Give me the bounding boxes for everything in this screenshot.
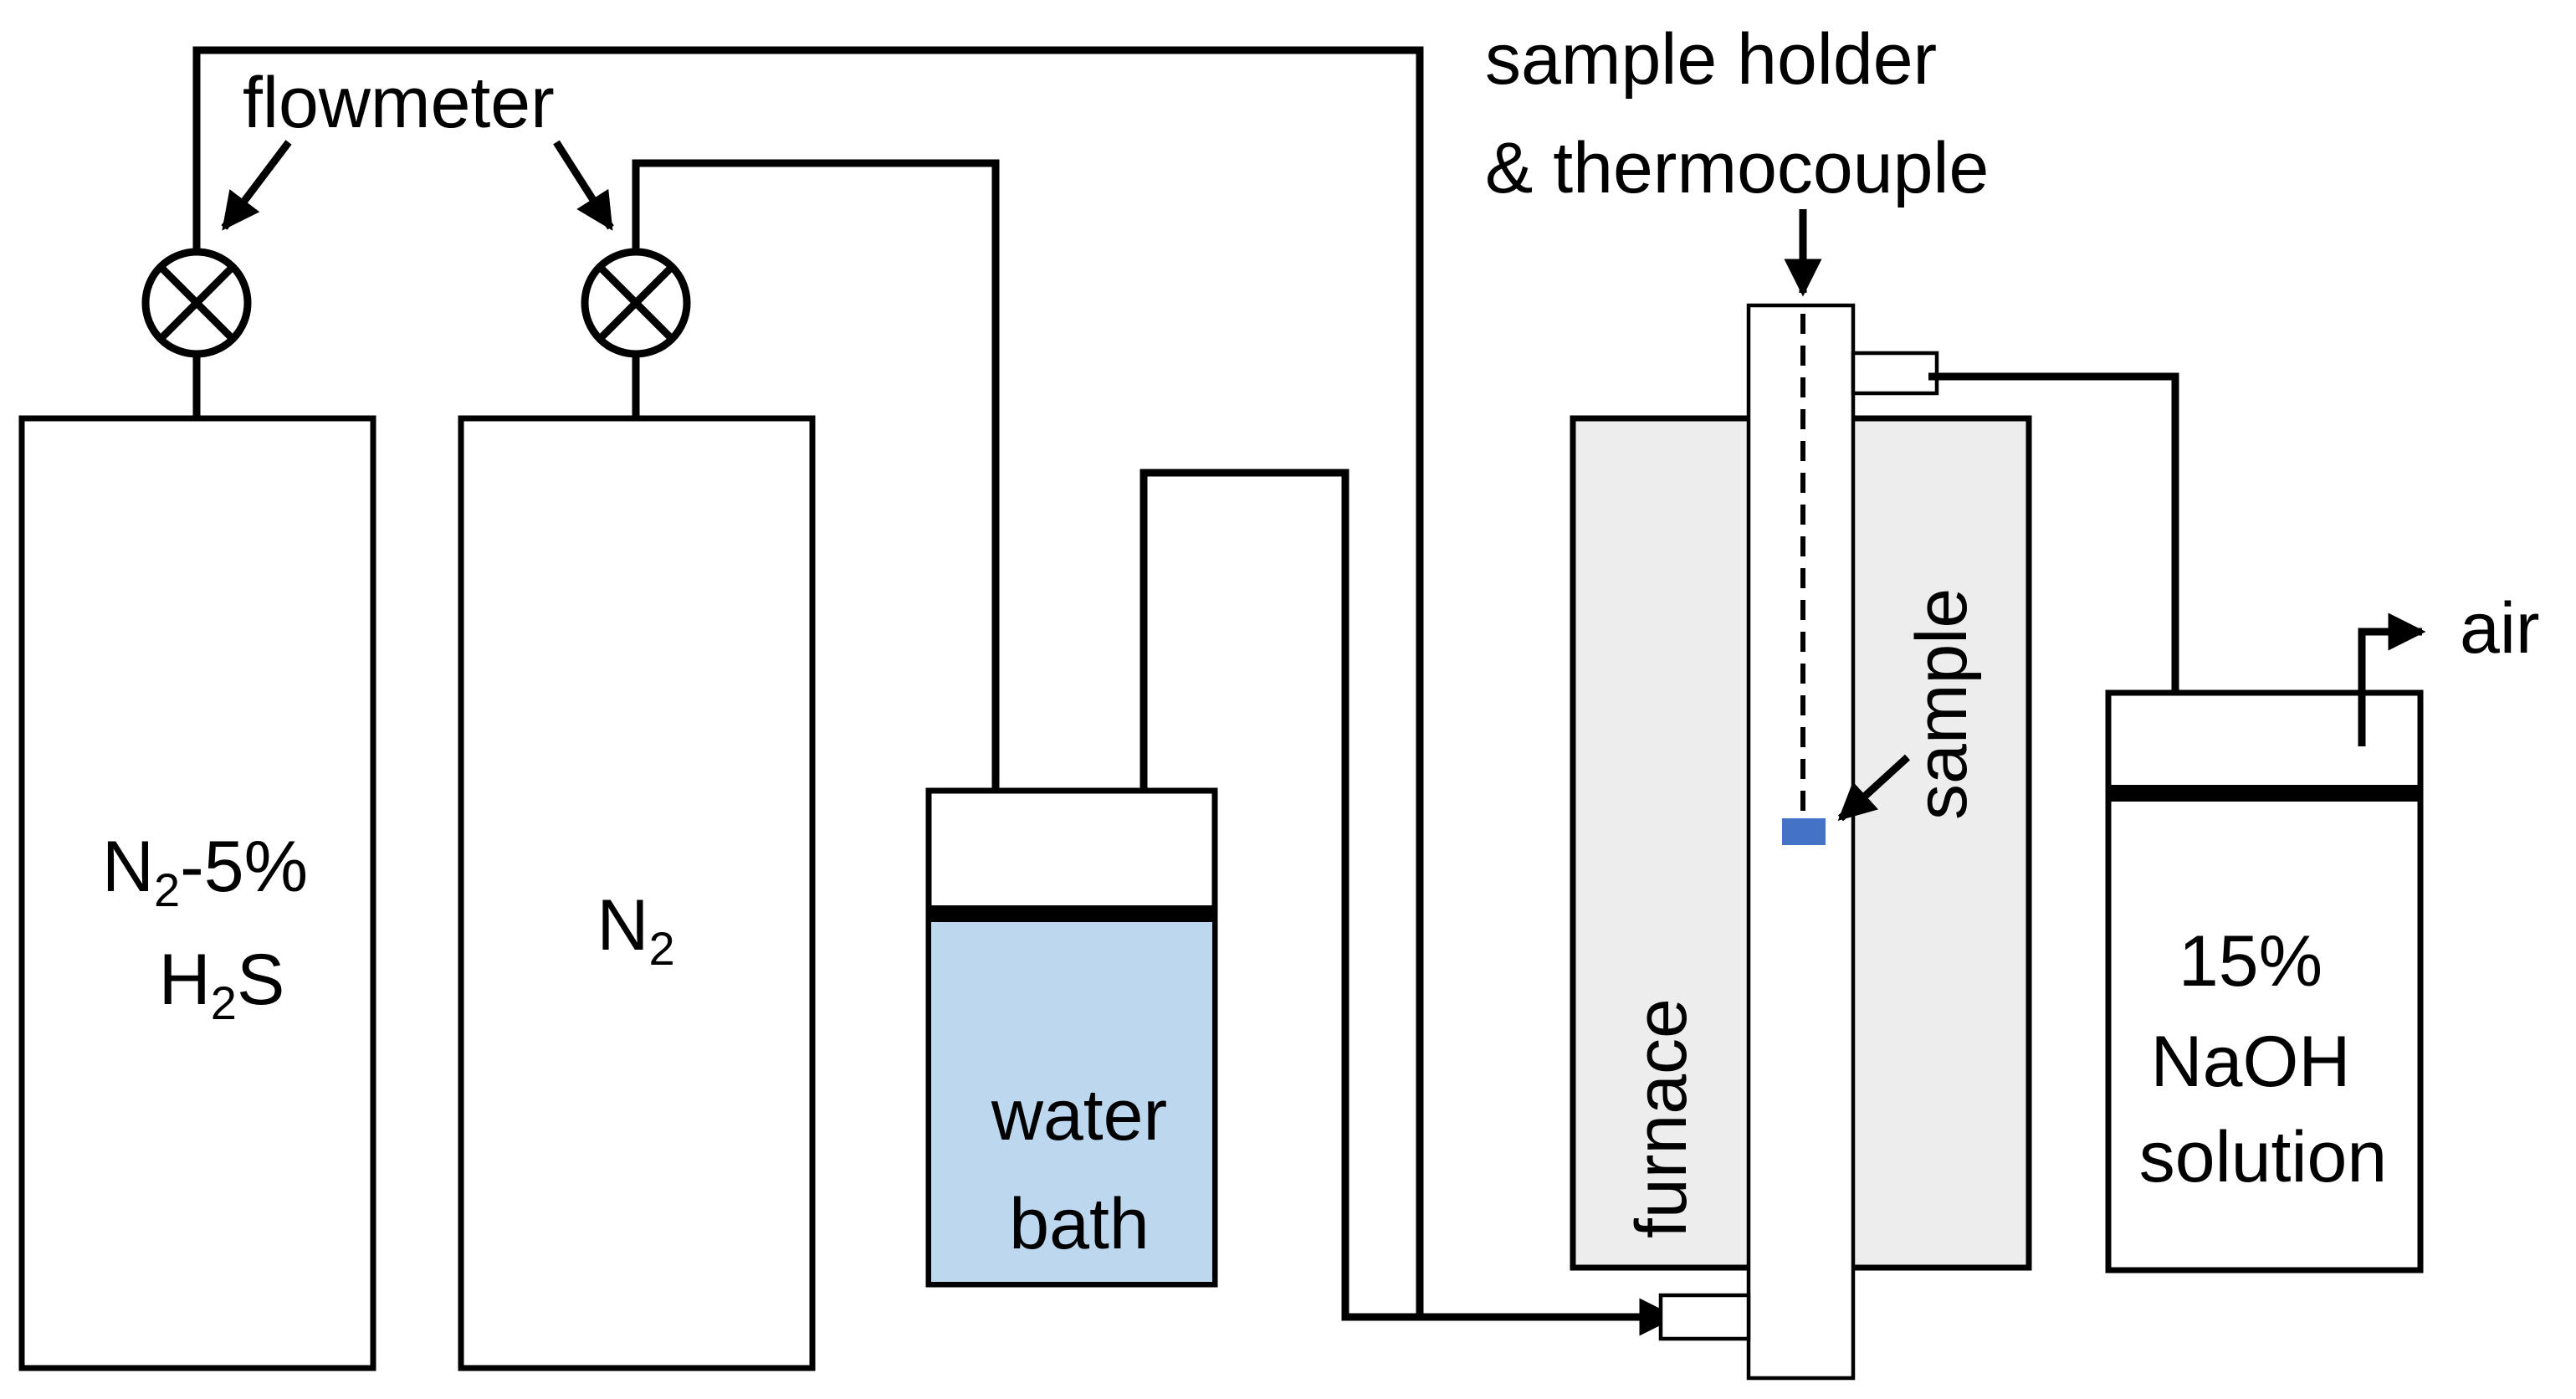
- n2-gas-cylinder: [458, 415, 816, 1371]
- water-bath-label-line2: bath: [1009, 1184, 1149, 1264]
- sample-specimen: [1782, 818, 1826, 845]
- h2s-cylinder-label-2: H2S: [159, 940, 285, 1029]
- h2s-gas-cylinder: [18, 415, 376, 1371]
- flowmeter-label: flowmeter: [243, 63, 555, 143]
- h2s-flowmeter-icon: [141, 248, 252, 358]
- sample-label: sample: [1902, 588, 1982, 820]
- n2-flowmeter-icon: [581, 248, 691, 358]
- n2-cylinder-label: N2: [597, 885, 674, 975]
- sample-holder-label-line2: & thermocouple: [1485, 128, 1989, 208]
- flowmeter-pointer-arrow: [553, 140, 614, 231]
- sample-pointer-arrow: [1837, 754, 1911, 822]
- flowmeter-pointer-arrow: [221, 140, 292, 231]
- h2s-gas-line: [192, 46, 1424, 1317]
- tube-gas-outlet: [1851, 351, 1939, 396]
- water-bath-label-line1: water: [991, 1075, 1167, 1156]
- air-outlet-line: [2358, 612, 2426, 746]
- air-label: air: [2460, 588, 2540, 669]
- naoh-label-line3: solution: [2139, 1117, 2387, 1197]
- tube-gas-inlet: [1658, 1293, 1751, 1341]
- naoh-label-line1: 15%: [2179, 921, 2322, 1002]
- furnace-label: furnace: [1621, 998, 1702, 1238]
- humidified-gas-line: [1139, 469, 1677, 1336]
- h2s-cylinder-label: N2-5%: [102, 827, 308, 916]
- naoh-label-line2: NaOH: [2151, 1022, 2351, 1102]
- sample-holder-label-line1: sample holder: [1485, 19, 1937, 100]
- water-fill: [931, 914, 1212, 1282]
